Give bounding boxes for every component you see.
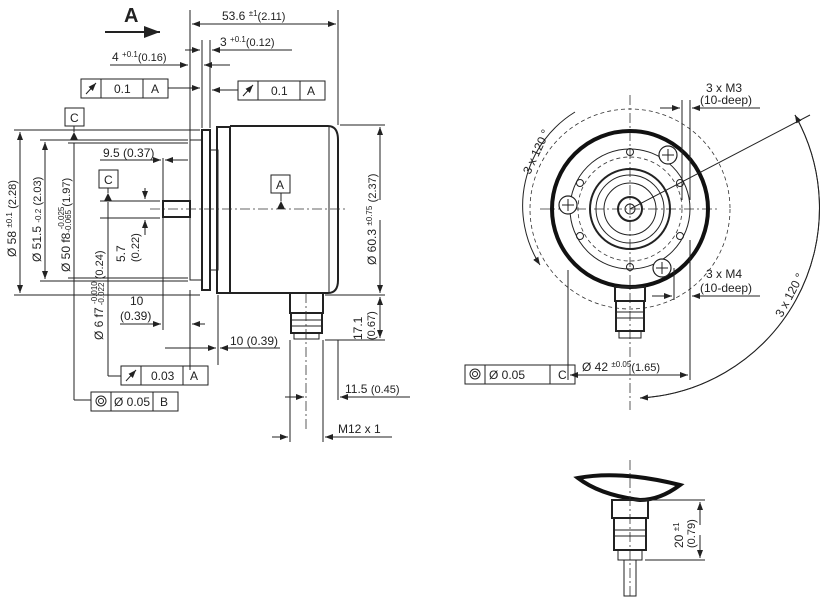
svg-text:C: C (104, 173, 113, 187)
dimension-m12: M12 x 1 (272, 340, 392, 442)
svg-text:10 (0.39): 10 (0.39) (230, 334, 278, 348)
svg-text:0.1: 0.1 (114, 82, 131, 96)
runout-frame-right: 0.1 A (212, 80, 326, 101)
runout-arrow-icon (125, 369, 137, 382)
svg-text:3 x M4: 3 x M4 (706, 267, 742, 281)
encoder-front-view (529, 95, 731, 410)
svg-text:10: 10 (130, 294, 144, 308)
dimension-dia-58: Ø 58 ±0.1 (2.28) (1, 129, 200, 296)
concentricity-icon (469, 368, 481, 380)
svg-text:A: A (151, 82, 159, 96)
svg-text:(0.39): (0.39) (120, 309, 151, 323)
dimension-9-5: 9.5 (0.37) (100, 146, 188, 330)
datum-c-shaft: C (98, 169, 119, 201)
dimension-3: 3 +0.1(0.12) (185, 35, 292, 128)
svg-text:Ø 60.3 ±0.75 (2.37): Ø 60.3 ±0.75 (2.37) (361, 174, 379, 265)
svg-text:4 +0.1(0.16): 4 +0.1(0.16) (112, 50, 167, 64)
runout-arrow-icon (242, 84, 254, 97)
datum-c-top: C (64, 107, 85, 140)
svg-text:9.5 (0.37): 9.5 (0.37) (103, 146, 154, 160)
dimension-20: 20 ±1(0.79) (645, 499, 705, 561)
svg-text:(10-deep): (10-deep) (700, 281, 752, 295)
dimension-4: 4 +0.1(0.16) (110, 50, 230, 68)
svg-text:3 +0.1(0.12): 3 +0.1(0.12) (220, 35, 275, 49)
svg-text:Ø 6 f7 -0.010-0.022 (0.24): Ø 6 f7 -0.010-0.022 (0.24) (90, 251, 107, 341)
svg-text:C: C (558, 368, 567, 382)
concentricity-icon (95, 395, 107, 407)
screw-icon (652, 258, 672, 278)
svg-text:Ø 42 ±0.05(1.65): Ø 42 ±0.05(1.65) (582, 360, 660, 374)
runout-arrow-icon (85, 82, 97, 95)
svg-text:M12 x 1: M12 x 1 (338, 422, 381, 436)
svg-text:20 ±1(0.79): 20 ±1(0.79) (672, 519, 698, 548)
svg-text:11.5 (0.45): 11.5 (0.45) (345, 382, 400, 396)
encoder-side-view (150, 125, 345, 340)
svg-text:17.1(0.67): 17.1(0.67) (351, 311, 378, 340)
label-m4: 3 x M4(10-deep) (652, 267, 760, 300)
svg-text:0.1: 0.1 (271, 84, 288, 98)
angle-left: 3 x 120 ° (520, 111, 576, 266)
dimension-dia-50: Ø 50 f8 -0.025-0.065 (1.97) (57, 142, 188, 400)
dimension-dia-6: Ø 6 f7 -0.010-0.022 (0.24) (90, 200, 160, 376)
dimension-10-shaft: 10(0.39) (120, 290, 205, 370)
dimension-dia-60-3: Ø 60.3 ±0.75 (2.37) (325, 124, 385, 296)
svg-text:(10-deep): (10-deep) (700, 93, 752, 107)
svg-text:Ø 0.05: Ø 0.05 (489, 368, 525, 382)
angle-right: 3 x 120 ° (629, 114, 820, 401)
dimension-10-connector: 10 (0.39) (165, 295, 280, 365)
svg-text:Ø 58 ±0.1 (2.28): Ø 58 ±0.1 (2.28) (1, 180, 19, 257)
cable-detail-view (573, 460, 685, 598)
screw-icon (558, 195, 578, 215)
svg-text:A: A (190, 369, 198, 383)
svg-text:3 x M3: 3 x M3 (706, 81, 742, 95)
datum-a: A (270, 174, 291, 209)
dimension-dia-42: Ø 42 ±0.05(1.65) (567, 240, 691, 380)
dimension-overall-length: 53.6 ±1(2.11) (189, 9, 339, 140)
dimension-17-1: 17.1(0.67) (325, 297, 385, 341)
dimension-dia-51-5: Ø 51.5 -0.2 (2.03) (30, 139, 188, 282)
svg-text:A: A (124, 5, 138, 27)
dimension-11-5: 11.5 (0.45) (285, 293, 410, 430)
svg-text:A: A (276, 178, 284, 192)
svg-text:0.03: 0.03 (151, 369, 175, 383)
svg-text:Ø 51.5 -0.2 (2.03): Ø 51.5 -0.2 (2.03) (30, 177, 44, 262)
svg-text:Ø 0.05: Ø 0.05 (114, 395, 150, 409)
svg-text:Ø 50 f8 -0.025-0.065 (1.97): Ø 50 f8 -0.025-0.065 (1.97) (57, 178, 74, 272)
connector (289, 292, 324, 340)
svg-text:3 x 120 °: 3 x 120 ° (772, 271, 807, 320)
svg-text:A: A (307, 84, 315, 98)
label-m3: 3 x M3(10-deep) (660, 81, 760, 200)
concentricity-frame-shaft: Ø 0.05 B (74, 391, 179, 412)
runout-frame-shaft: 0.03 A (108, 365, 209, 386)
svg-text:5.7(0.22): 5.7(0.22) (114, 233, 142, 262)
view-a-marker: A (105, 5, 160, 38)
svg-text:C: C (70, 111, 79, 125)
svg-text:53.6 ±1(2.11): 53.6 ±1(2.11) (222, 9, 285, 23)
svg-text:B: B (160, 395, 168, 409)
screw-icon (658, 145, 678, 165)
dimension-5-7: 5.7(0.22) (114, 188, 148, 262)
concentricity-frame-front: Ø 0.05 C (464, 364, 576, 385)
runout-frame-left: 0.1 A (80, 78, 200, 99)
